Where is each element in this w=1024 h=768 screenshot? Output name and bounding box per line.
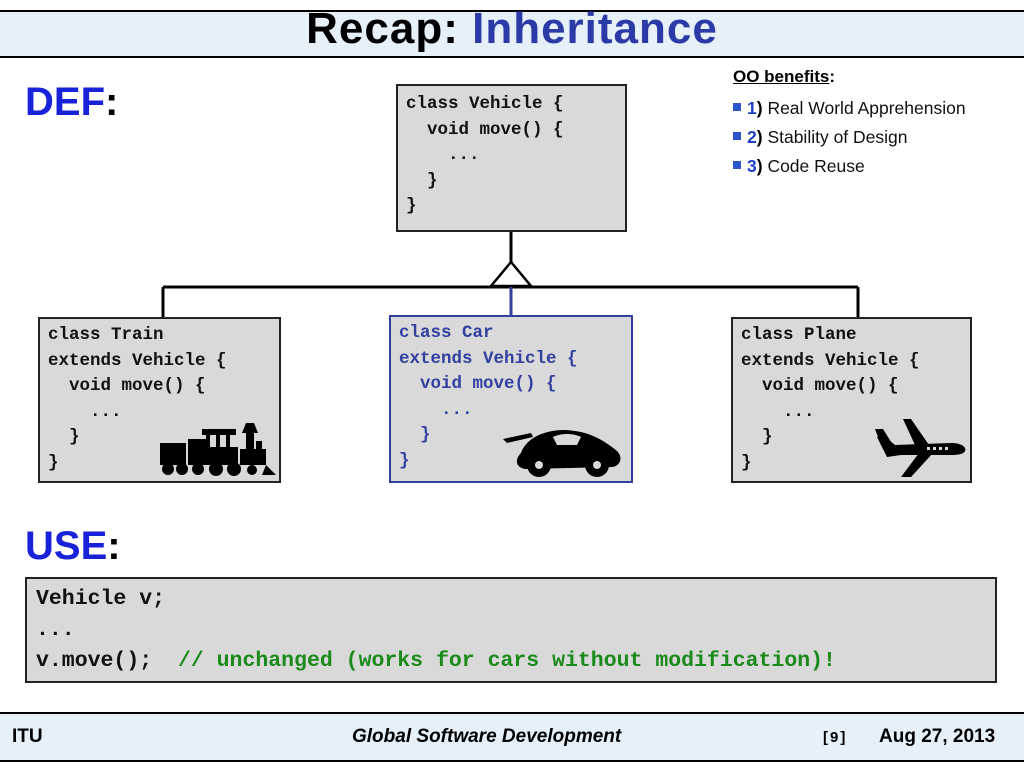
plane-icon bbox=[875, 419, 966, 477]
code-line: void move() { bbox=[399, 374, 557, 394]
benefit-text: Real World Apprehension bbox=[767, 98, 966, 118]
code-call: v.move(); bbox=[36, 649, 153, 673]
use-heading-colon: : bbox=[107, 524, 121, 568]
code-line: class Plane bbox=[741, 325, 857, 345]
code-line: } bbox=[741, 452, 752, 473]
title-highlight: Inheritance bbox=[472, 4, 718, 53]
code-line: ... bbox=[399, 399, 473, 420]
code-line: extends Vehicle { bbox=[399, 348, 578, 369]
code-comment: // unchanged (works for cars without mod… bbox=[177, 649, 836, 673]
vehicle-class-box: class Vehicle { void move() { ... } } bbox=[396, 84, 627, 232]
bullet-icon bbox=[733, 161, 741, 170]
train-icon bbox=[160, 423, 276, 476]
benefits-title: OO benefits: bbox=[733, 67, 835, 87]
code-line: } bbox=[48, 452, 59, 473]
code-line: Vehicle v; bbox=[36, 587, 166, 611]
code-line: ... bbox=[36, 618, 75, 642]
plane-class-box: class Plane extends Vehicle { void move(… bbox=[731, 317, 972, 483]
def-heading-colon: : bbox=[105, 80, 119, 124]
code-line: } bbox=[48, 427, 80, 447]
code-line: class Car bbox=[399, 323, 494, 343]
code-line: extends Vehicle { bbox=[48, 350, 227, 371]
car-icon bbox=[503, 429, 621, 477]
bullet-icon bbox=[733, 103, 741, 112]
code-line: void move() { bbox=[48, 376, 206, 396]
code-line: ... bbox=[406, 145, 480, 165]
train-class-box: class Train extends Vehicle { void move(… bbox=[38, 317, 281, 483]
benefit-paren: ) bbox=[756, 127, 763, 147]
benefits-title-colon: : bbox=[829, 67, 836, 86]
benefit-item: 3) Code Reuse bbox=[733, 156, 865, 177]
code-line: ... bbox=[48, 401, 122, 422]
benefits-title-text: OO benefits bbox=[733, 67, 830, 86]
def-heading: DEF: bbox=[25, 80, 118, 124]
code-line: } bbox=[406, 170, 438, 191]
benefit-item: 2) Stability of Design bbox=[733, 127, 908, 148]
footer-org: ITU bbox=[12, 726, 43, 747]
benefit-text: Code Reuse bbox=[767, 156, 865, 176]
use-heading: USE: bbox=[25, 524, 121, 568]
benefit-number: 3 bbox=[747, 156, 757, 176]
code-line: v.move(); // unchanged (works for cars w… bbox=[36, 646, 995, 677]
footer-course: Global Software Development bbox=[352, 726, 622, 747]
slide-title: Recap: Inheritance bbox=[0, 3, 1024, 55]
inheritance-arrow-icon bbox=[488, 260, 534, 288]
footer-page-number: [9] bbox=[823, 729, 848, 746]
bullet-icon bbox=[733, 132, 741, 141]
code-line: } bbox=[406, 196, 417, 216]
benefit-number: 2 bbox=[747, 127, 757, 147]
benefit-paren: ) bbox=[756, 156, 763, 176]
def-heading-word: DEF bbox=[25, 80, 105, 124]
benefit-number: 1 bbox=[747, 98, 757, 118]
code-line: void move() { bbox=[741, 376, 899, 396]
use-heading-word: USE bbox=[25, 524, 108, 568]
code-line: class Vehicle { bbox=[406, 94, 564, 114]
code-line: void move() { bbox=[406, 119, 564, 140]
benefit-paren: ) bbox=[756, 98, 763, 118]
code-line: } bbox=[741, 427, 773, 447]
code-line: class Train bbox=[48, 325, 164, 345]
title-prefix: Recap: bbox=[306, 4, 459, 53]
benefit-item: 1) Real World Apprehension bbox=[733, 98, 966, 119]
code-line: extends Vehicle { bbox=[741, 350, 920, 371]
footer-date: Aug 27, 2013 bbox=[879, 726, 996, 747]
benefit-text: Stability of Design bbox=[767, 127, 908, 147]
footer: ITU Global Software Development [9] Aug … bbox=[0, 712, 1024, 762]
title-bar bbox=[0, 10, 1024, 58]
code-line: } bbox=[399, 450, 410, 471]
car-class-box: class Car extends Vehicle { void move() … bbox=[389, 315, 633, 483]
code-line: } bbox=[399, 425, 431, 445]
code-line: ... bbox=[741, 401, 815, 422]
use-code-box: Vehicle v; ... v.move(); // unchanged (w… bbox=[25, 577, 997, 683]
